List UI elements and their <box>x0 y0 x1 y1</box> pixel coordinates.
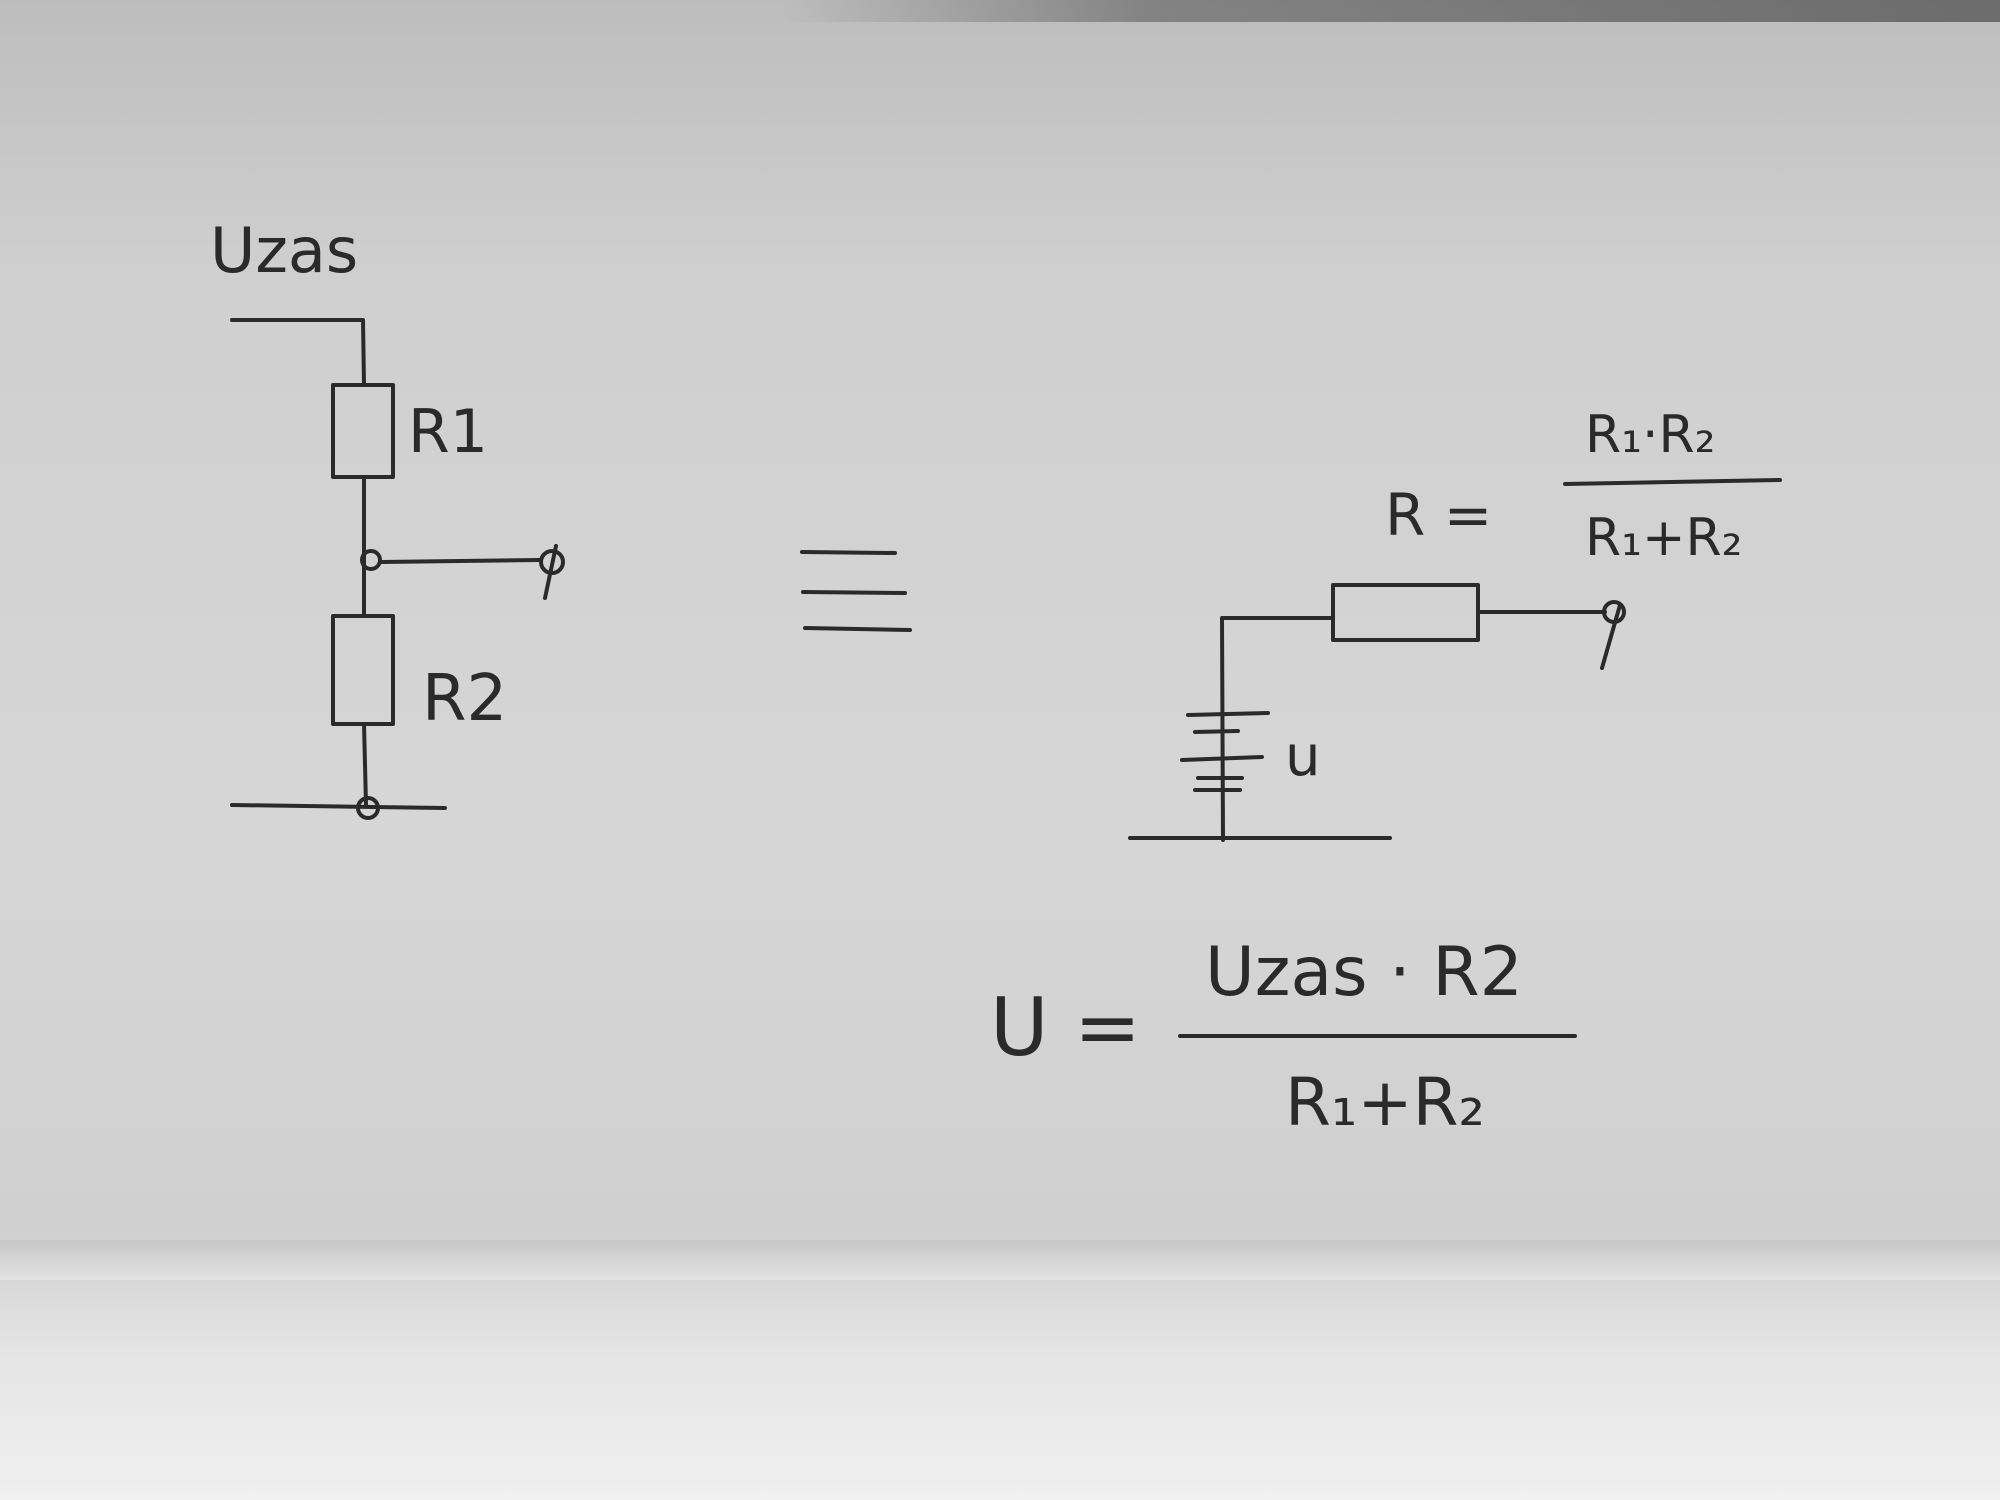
voltage-formula-numerator: Uzas · R2 <box>1205 933 1523 1012</box>
battery-icon <box>1180 711 1270 792</box>
r-formula-denominator: R₁+R₂ <box>1585 508 1743 568</box>
r-formula-fraction-bar <box>1563 478 1782 486</box>
source-label: u <box>1285 724 1321 789</box>
supply-wire <box>230 318 366 387</box>
resistor-r <box>1331 583 1480 642</box>
paper-fold <box>0 1240 2000 1280</box>
top-shadow <box>780 0 2000 22</box>
resistor-r2 <box>331 614 395 726</box>
r-formula-numerator: R₁·R₂ <box>1585 405 1715 465</box>
supply-label: Uzas <box>210 214 358 287</box>
voltage-formula-denominator: R₁+R₂ <box>1285 1064 1485 1141</box>
r-formula-lhs: R = <box>1385 481 1492 549</box>
output-wire <box>378 558 542 564</box>
r2-label: R2 <box>422 662 507 736</box>
r1-label: R1 <box>408 397 488 467</box>
equivalence-symbol <box>800 550 912 632</box>
ground-line <box>230 803 447 810</box>
right-thevenin-equivalent: R = R₁·R₂ R₁+R₂ u <box>1128 405 1782 842</box>
ground-wire <box>362 722 368 807</box>
left-voltage-divider: Uzas R1 R2 <box>210 214 565 820</box>
voltage-formula: U = Uzas · R2 R₁+R₂ <box>990 933 1577 1141</box>
voltage-formula-lhs: U = <box>990 981 1141 1074</box>
resistor-r1 <box>331 383 395 479</box>
source-wire <box>1220 616 1335 842</box>
output-terminal-mark-right <box>1600 603 1622 670</box>
output-terminal-mark <box>543 544 558 600</box>
ground-node <box>356 796 380 820</box>
